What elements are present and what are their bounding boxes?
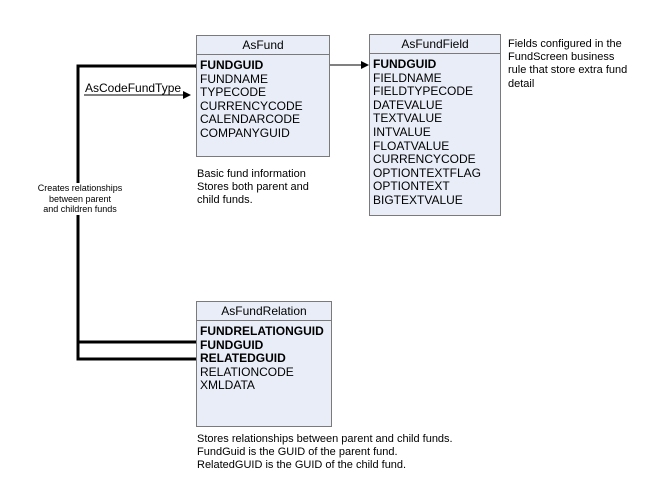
asfundrelation-field: FUNDGUID: [200, 337, 264, 352]
asfundfield-note-line: FundScreen business: [508, 51, 615, 64]
asfundfield-field: CURRENCYCODE: [373, 152, 476, 167]
asfund-note-line: child funds.: [197, 194, 253, 207]
asfundrelation-note-line: RelatedGUID is the GUID of the child fun…: [197, 459, 407, 472]
asfund-field: CALENDARCODE: [200, 112, 301, 127]
asfundrelation-note-line: Stores relationships between parent and …: [197, 433, 453, 445]
asfundrelation-field: XMLDATA: [200, 378, 255, 393]
relationship-label-line: and children funds: [43, 204, 117, 214]
asfund-field: COMPANYGUID: [200, 125, 290, 140]
asfundfield-title: AsFundField: [370, 35, 500, 54]
asfundfield-field: FIELDNAME: [373, 70, 442, 85]
asfundfield-field: FUNDGUID: [373, 57, 437, 71]
asfund-field: FUNDGUID: [200, 58, 264, 72]
relationship-label-line: between parent: [48, 193, 112, 204]
asfundrelation-field: FUNDRELATIONGUID: [200, 324, 324, 338]
asfundrelation-field: RELATIONCODE: [200, 364, 294, 379]
asfundrelation-field: RELATEDGUID: [200, 351, 286, 366]
codetype-label: AsCodeFundType: [85, 81, 182, 95]
asfund-note-line: Basic fund information: [197, 168, 306, 180]
asfundfield-field: DATEVALUE: [373, 97, 443, 112]
asfundfield-field: FLOATVALUE: [373, 138, 450, 153]
relationship-label: Creates relationships between parent and…: [28, 183, 132, 215]
asfundfield-note-line: detail: [508, 77, 535, 90]
asfund-note-line: Stores both parent and: [197, 181, 309, 194]
asfundfield-note-line: rule that store extra fund: [508, 64, 628, 77]
asfund-title: AsFund: [197, 36, 329, 55]
asfund-note: Basic fund information Stores both paren…: [197, 168, 309, 208]
asfund-field: FUNDNAME: [200, 71, 268, 86]
asfundfield-field: OPTIONTEXTFLAG: [373, 165, 482, 180]
relationship-label-line: Creates relationships: [37, 183, 123, 193]
asfundfield-field: BIGTEXTVALUE: [373, 192, 463, 207]
asfundfield-field: TEXTVALUE: [373, 111, 443, 126]
asfundfield-note: Fields configured in the FundScreen busi…: [508, 38, 627, 91]
asfundfield-field: FIELDTYPECODE: [373, 84, 474, 99]
asfundrelation-note: Stores relationships between parent and …: [197, 433, 453, 473]
asfundfield-field: INTVALUE: [373, 124, 431, 139]
asfundfield-field: OPTIONTEXT: [373, 179, 450, 194]
asfund-field: TYPECODE: [200, 85, 267, 100]
asfundrelation-title: AsFundRelation: [197, 302, 331, 321]
asfundfield-note-line: Fields configured in the: [508, 38, 622, 50]
asfundrelation-note-line: FundGuid is the GUID of the parent fund.: [197, 446, 398, 459]
asfund-field: CURRENCYCODE: [200, 98, 303, 113]
